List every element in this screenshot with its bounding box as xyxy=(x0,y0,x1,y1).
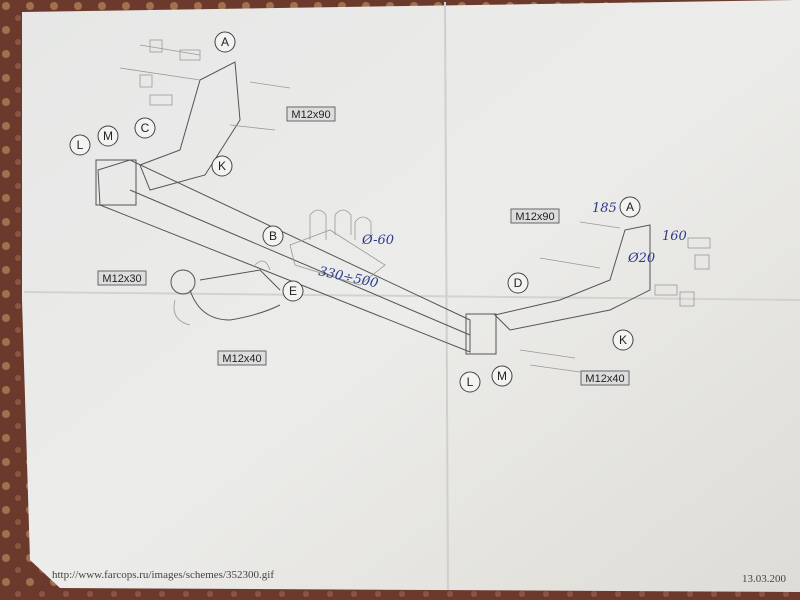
fold-horizontal xyxy=(23,291,800,301)
label-c: C xyxy=(134,117,156,139)
left-bracket xyxy=(139,61,241,191)
note-160: 160 xyxy=(662,229,687,244)
svg-text:D: D xyxy=(514,276,523,290)
svg-text:M12x90: M12x90 xyxy=(515,211,554,223)
label-m-left: M xyxy=(97,125,119,147)
svg-text:C: C xyxy=(141,121,150,135)
label-e: E xyxy=(282,280,304,302)
right-end-cap xyxy=(465,313,497,355)
left-end-cap xyxy=(95,159,137,206)
clamp-plate xyxy=(289,229,386,286)
tow-ball xyxy=(170,269,196,295)
svg-text:M: M xyxy=(497,369,507,383)
svg-text:K: K xyxy=(619,333,627,347)
svg-text:L: L xyxy=(467,375,474,389)
label-d: D xyxy=(507,272,529,294)
bolt-label-left-top: M12x90 xyxy=(286,106,336,122)
footer-url: http://www.farcops.ru/images/schemes/352… xyxy=(52,569,274,581)
svg-text:M12x90: M12x90 xyxy=(291,109,330,121)
crossbar xyxy=(97,159,471,353)
label-l-right: L xyxy=(459,371,481,393)
note-185: 185 xyxy=(592,201,617,216)
note-diameter: Ø-60 xyxy=(361,233,394,248)
svg-text:E: E xyxy=(289,284,297,298)
label-b: B xyxy=(262,225,284,247)
bolt-label-ball: M12x30 xyxy=(97,270,147,286)
svg-text:A: A xyxy=(221,35,229,49)
label-m-right: M xyxy=(491,365,513,387)
towbar-drawing xyxy=(95,39,711,373)
svg-text:M12x40: M12x40 xyxy=(585,373,624,385)
svg-text:B: B xyxy=(269,229,277,243)
svg-text:K: K xyxy=(218,159,226,173)
svg-text:M12x40: M12x40 xyxy=(222,353,261,365)
bolt-label-right-bottom: M12x40 xyxy=(580,370,630,386)
bolt-label-left-bottom: M12x40 xyxy=(217,350,267,366)
note-hole: Ø20 xyxy=(627,251,655,266)
label-a-left: A xyxy=(214,31,236,53)
svg-text:M: M xyxy=(103,129,113,143)
bolt-label-right-top: M12x90 xyxy=(510,208,560,224)
right-bracket xyxy=(494,224,651,331)
label-l-left: L xyxy=(69,134,91,156)
bolt-labels: M12x90 M12x30 M12x40 M12x90 M12x40 xyxy=(97,106,630,386)
label-k-left: K xyxy=(211,155,233,177)
svg-text:A: A xyxy=(626,200,634,214)
svg-text:L: L xyxy=(77,138,84,152)
part-labels: A C M L K B E D A K L M xyxy=(69,31,641,393)
label-k-right: K xyxy=(612,329,634,351)
svg-text:M12x30: M12x30 xyxy=(102,273,141,285)
footer-date: 13.03.200 xyxy=(742,573,787,585)
label-a-right: A xyxy=(619,196,641,218)
